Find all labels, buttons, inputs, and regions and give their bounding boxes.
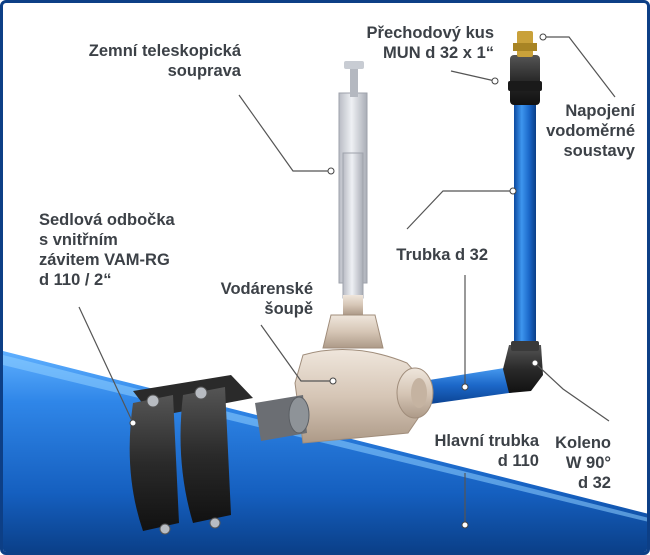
label-pipe32: Trubka d 32 <box>396 245 488 265</box>
label-elbow-line2: W 90° <box>565 454 611 472</box>
transition-ring <box>508 81 542 91</box>
valve-bonnet <box>322 314 384 349</box>
valve-flange <box>288 396 310 434</box>
telescopic-lower <box>342 152 364 299</box>
saddle-bolt-3 <box>159 523 171 535</box>
valve-spindle <box>343 295 363 315</box>
label-meter-line1: Napojení <box>565 102 635 120</box>
leader-lines <box>78 36 616 525</box>
leader-telescopic <box>238 94 331 172</box>
label-elbow-line3: d 32 <box>577 474 611 492</box>
label-valve-line2: šoupě <box>264 300 313 318</box>
label-saddle-line4: d 110 / 2“ <box>39 271 112 289</box>
saddle-strap-2 <box>180 387 231 523</box>
label-meter: Napojení vodoměrné soustavy <box>546 101 635 161</box>
leader-pipe32 <box>406 190 513 230</box>
small-pipe <box>423 365 523 405</box>
label-valve-line1: Vodárenské <box>220 280 313 298</box>
telescopic-cap <box>344 61 364 69</box>
label-transition: Přechodový kus MUN d 32 x 1“ <box>367 23 494 63</box>
label-valve: Vodárenské šoupě <box>221 279 313 319</box>
label-saddle-line2: s vnitřním <box>39 231 118 249</box>
label-saddle: Sedlová odbočka s vnitřním závitem VAM-R… <box>39 210 175 290</box>
leader-meter <box>543 36 616 98</box>
elbow-fitting <box>503 345 543 393</box>
leader-saddle <box>78 306 134 424</box>
label-pipe32-line1: Trubka d 32 <box>396 246 488 264</box>
elbow-collar <box>511 341 539 351</box>
label-telescopic: Zemní teleskopická souprava <box>89 41 241 81</box>
label-transition-line2: MUN d 32 x 1“ <box>383 44 494 62</box>
vertical-pipe <box>514 103 536 358</box>
pipeline-illustration <box>3 31 647 552</box>
leader-valve <box>260 324 333 382</box>
label-meter-line3: soustavy <box>563 142 635 160</box>
telescopic-neck <box>350 67 358 97</box>
transition-body <box>510 55 540 105</box>
label-saddle-line3: závitem VAM-RG <box>39 251 170 269</box>
leader-dots <box>129 33 547 529</box>
label-elbow-line1: Koleno <box>555 434 611 452</box>
label-mainpipe-line2: d 110 <box>497 452 539 470</box>
label-telescopic-line2: souprava <box>167 62 241 80</box>
valve-right-socket-inner <box>411 378 427 408</box>
label-saddle-line1: Sedlová odbočka <box>39 211 175 229</box>
saddle-bolt-4 <box>209 517 221 529</box>
label-meter-line2: vodoměrné <box>546 122 635 140</box>
label-mainpipe: Hlavní trubka d 110 <box>434 431 539 471</box>
leader-transition <box>450 70 496 82</box>
label-mainpipe-line1: Hlavní trubka <box>434 432 539 450</box>
saddle-bolt-1 <box>146 394 160 408</box>
saddle-bolt-2 <box>194 386 208 400</box>
label-telescopic-line1: Zemní teleskopická <box>88 42 241 60</box>
saddle-strap-1 <box>129 395 179 531</box>
label-elbow: Koleno W 90° d 32 <box>555 433 611 493</box>
transition-brass-hex <box>513 43 537 51</box>
label-transition-line1: Přechodový kus <box>366 24 494 42</box>
leader-elbow <box>534 362 610 422</box>
